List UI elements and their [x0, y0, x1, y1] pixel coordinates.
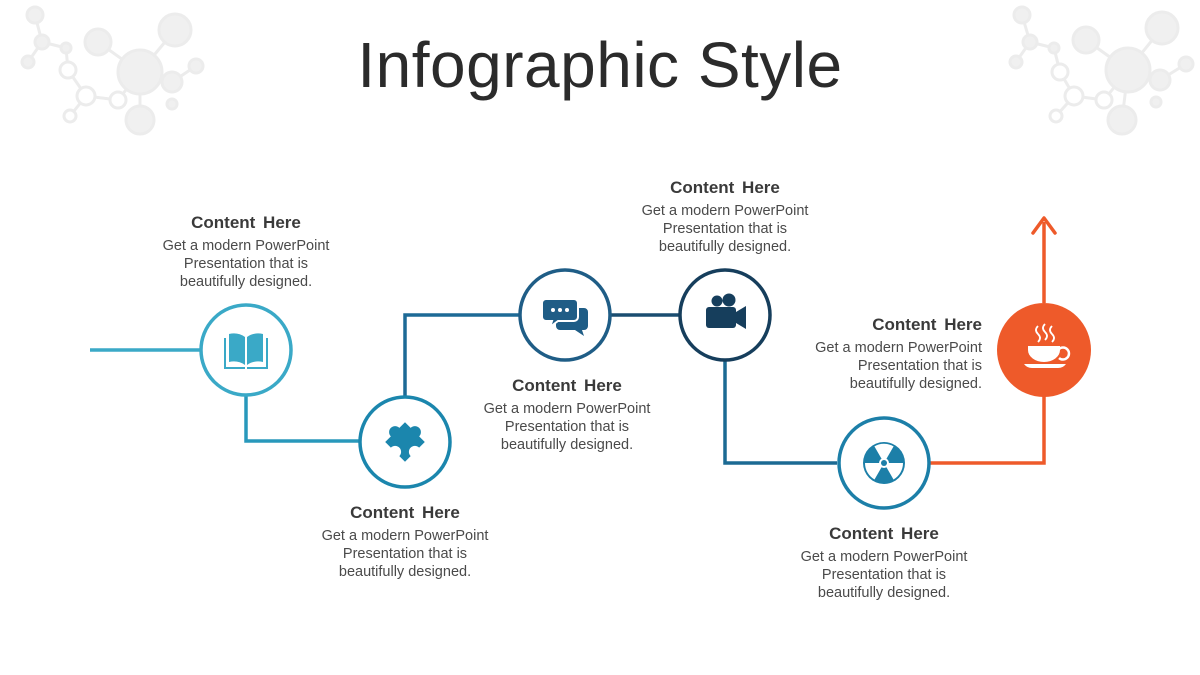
step-line: Presentation that is [504, 419, 630, 435]
step-text-2: Content Here Get a modern PowerPoint Pre… [285, 503, 525, 581]
step-node-2 [358, 395, 452, 489]
step-line: beautifully designed. [179, 274, 313, 290]
book-icon [224, 333, 268, 369]
molecule-decoration-right [1008, 5, 1195, 136]
step-heading: Content Here [670, 178, 780, 197]
step-line: Presentation that is [183, 256, 309, 272]
step-line: beautifully designed. [817, 585, 951, 601]
connector-lines [90, 216, 1057, 465]
step-line: beautifully designed. [849, 376, 982, 392]
coffee-cup-icon [1024, 323, 1071, 368]
video-camera-icon [706, 293, 746, 329]
puzzle-icon [385, 422, 425, 462]
step-node-3 [518, 268, 612, 362]
step-line: Presentation that is [662, 221, 788, 237]
step-line: Get a modern PowerPoint [641, 203, 809, 219]
step-heading: Content Here [191, 213, 301, 232]
step-text-1: Content Here Get a modern PowerPoint Pre… [126, 213, 366, 291]
step-line: beautifully designed. [658, 239, 792, 255]
step-line: beautifully designed. [500, 437, 634, 453]
step-node-4 [678, 268, 772, 362]
chat-icon [541, 298, 588, 336]
radiation-icon [863, 442, 905, 484]
step-heading: Content Here [872, 315, 982, 334]
step-node-5 [837, 416, 931, 510]
connector-1-2 [244, 396, 359, 443]
step-node-1 [199, 303, 293, 397]
step-text-5: Content Here Get a modern PowerPoint Pre… [764, 524, 1004, 602]
arrow-head-icon [1031, 216, 1057, 235]
step-line: beautifully designed. [338, 564, 472, 580]
connector-4-5 [723, 361, 837, 465]
step-line: Presentation that is [857, 358, 982, 374]
step-heading: Content Here [350, 503, 460, 522]
step-line: Get a modern PowerPoint [321, 528, 489, 544]
step-line: Presentation that is [821, 567, 947, 583]
step-heading: Content Here [829, 524, 939, 543]
step-text-3: Content Here Get a modern PowerPoint Pre… [447, 376, 687, 454]
connector-2-3 [403, 313, 519, 396]
step-node-6 [997, 303, 1091, 397]
step-line: Get a modern PowerPoint [162, 238, 330, 254]
step-text-6: Content Here Get a modern PowerPoint Pre… [742, 315, 982, 393]
step-line: Presentation that is [342, 546, 468, 562]
connector-5-6 [930, 396, 1046, 465]
step-line: Get a modern PowerPoint [800, 549, 968, 565]
slide-title: Infographic Style [357, 29, 843, 101]
step-text-4: Content Here Get a modern PowerPoint Pre… [605, 178, 845, 256]
step-line: Get a modern PowerPoint [483, 401, 651, 417]
step-line: Get a modern PowerPoint [815, 340, 982, 356]
molecule-decoration-left [20, 5, 205, 136]
step-heading: Content Here [512, 376, 622, 395]
